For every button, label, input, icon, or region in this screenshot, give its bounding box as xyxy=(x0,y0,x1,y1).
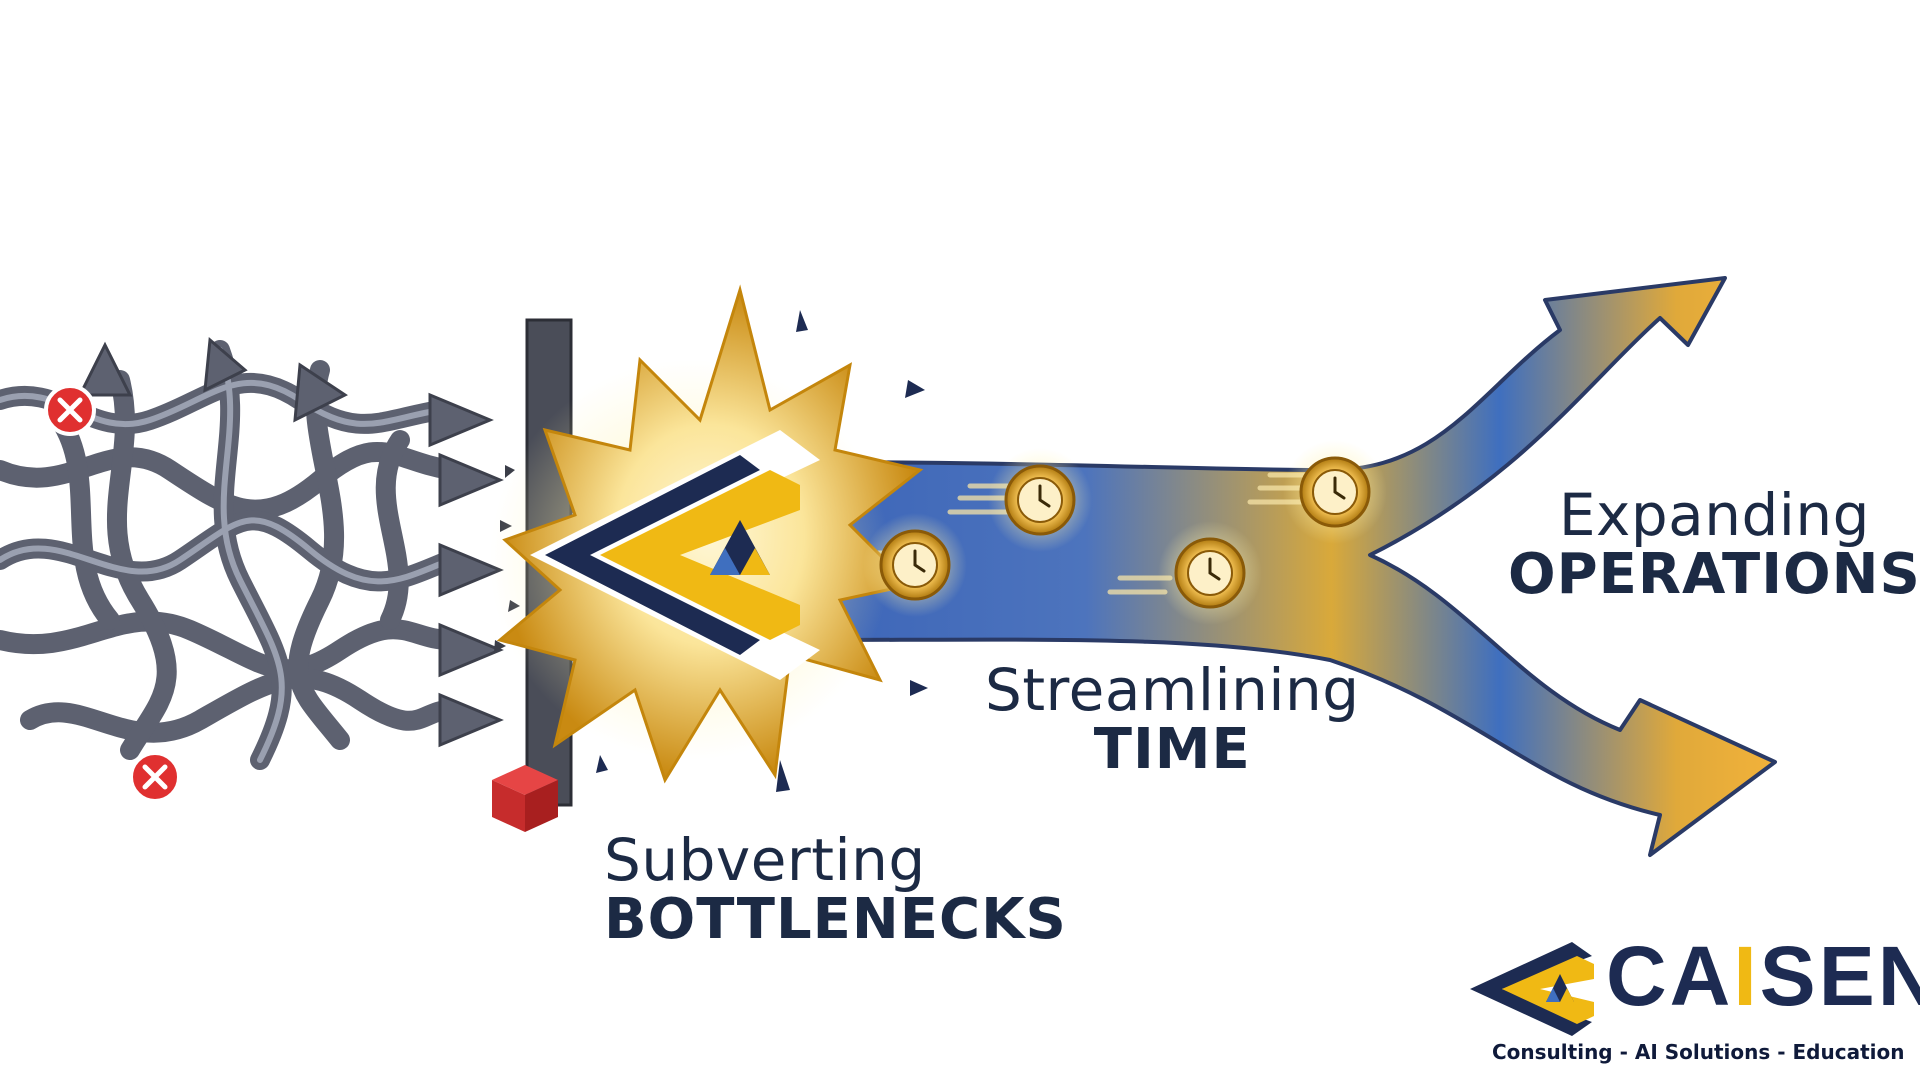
arrowhead xyxy=(438,692,504,748)
stage-verb: Expanding xyxy=(1558,481,1870,549)
brand-name-part: I xyxy=(1733,929,1760,1023)
clock-icon xyxy=(863,513,967,617)
arrowhead xyxy=(203,336,248,393)
arrowhead xyxy=(77,341,133,397)
arrowhead xyxy=(438,622,504,678)
arrowhead xyxy=(438,542,504,598)
stage-noun: OPERATIONS xyxy=(1508,541,1920,607)
stage-noun: BOTTLENECKS xyxy=(604,886,1067,952)
stage-label-operations: Expanding OPERATIONS xyxy=(1508,485,1920,605)
clock-icon xyxy=(1283,440,1387,544)
brand-tagline: Consulting - AI Solutions - Education xyxy=(1492,1040,1905,1064)
caisen-chevron-logo-icon xyxy=(530,430,820,680)
stage-label-bottlenecks: Subverting BOTTLENECKS xyxy=(604,830,1067,950)
clock-icon xyxy=(1158,521,1262,625)
brand-name-part: SEN xyxy=(1759,929,1920,1023)
tangle-arrowheads xyxy=(77,336,504,748)
arrowhead xyxy=(428,392,494,448)
clock-group xyxy=(863,440,1387,625)
x-circle-icon xyxy=(129,751,181,803)
arrowhead xyxy=(293,362,348,423)
box-icon xyxy=(492,765,558,832)
stage-verb: Streamlining xyxy=(985,656,1360,724)
clock-icon xyxy=(988,448,1092,552)
brand-name: CAISEN xyxy=(1606,934,1920,1018)
brand-name-part: CA xyxy=(1606,929,1734,1023)
stage-label-time: Streamlining TIME xyxy=(985,660,1360,780)
stage-verb: Subverting xyxy=(604,826,926,894)
caisen-chevron-logo-icon xyxy=(1470,942,1594,1036)
arrowhead xyxy=(438,452,504,508)
brand-logo: CAISEN Consulting - AI Solutions - Educa… xyxy=(1462,934,1920,1074)
burst-sparks xyxy=(596,310,928,792)
stage-noun: TIME xyxy=(1093,716,1251,782)
x-circle-icon xyxy=(44,384,96,436)
